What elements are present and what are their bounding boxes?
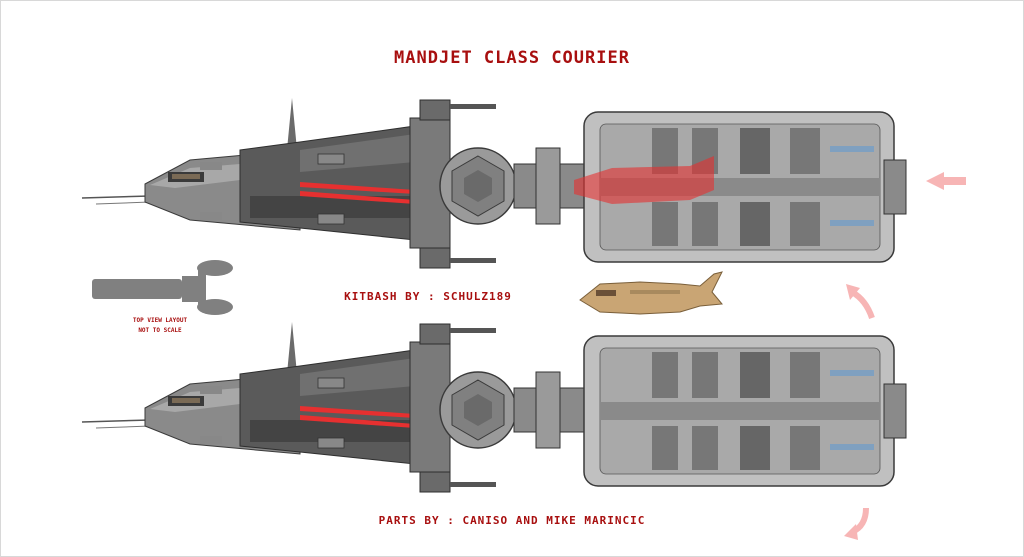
courier-side-view-bottom bbox=[81, 321, 907, 493]
top-view-silhouette bbox=[92, 260, 233, 315]
arrow-left-icon bbox=[926, 172, 966, 190]
layout-note: TOP VIEW LAYOUT NOT TO SCALE bbox=[100, 316, 220, 336]
sheet-title: MANDJET CLASS COURIER bbox=[394, 48, 630, 68]
courier-side-view-top bbox=[81, 97, 907, 269]
curved-arrow-icon bbox=[850, 289, 875, 320]
layout-note-line1: TOP VIEW LAYOUT bbox=[132, 317, 188, 324]
layout-note-line2: NOT TO SCALE bbox=[138, 327, 182, 334]
curved-arrow-head-icon bbox=[846, 284, 860, 300]
shuttle-bay-highlight bbox=[574, 156, 714, 204]
curved-arrow-lower-head-icon bbox=[844, 524, 858, 540]
credit-parts: PARTS BY : CANISO AND MIKE MARINCIC bbox=[378, 514, 646, 527]
credit-kitbash: KITBASH BY : SCHULZ189 bbox=[344, 290, 512, 303]
shuttle-sprite bbox=[579, 271, 723, 315]
